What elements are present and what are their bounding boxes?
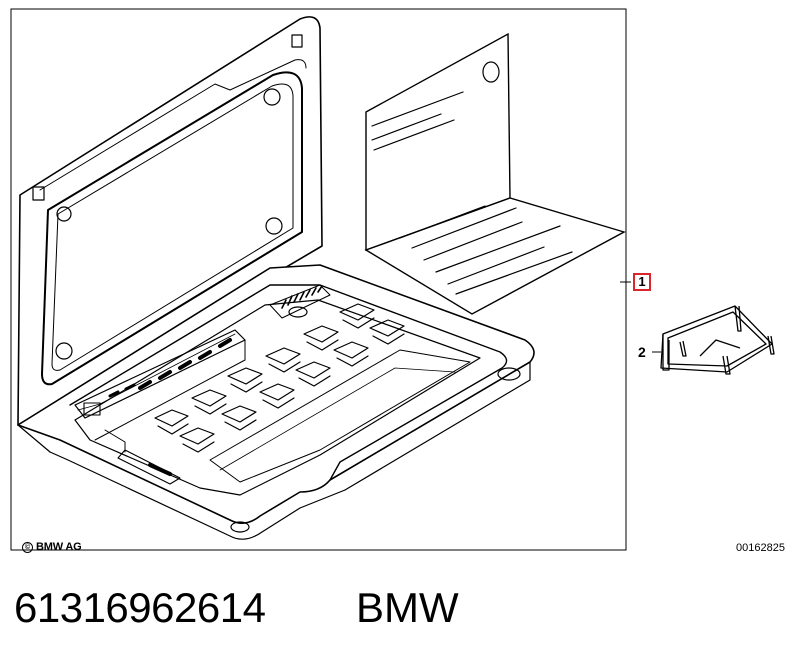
part-number: 61316962614 <box>14 584 266 631</box>
diagram-frame <box>10 8 627 551</box>
copyright-text: BMW AG <box>36 541 82 553</box>
brand-name: BMW <box>356 584 459 631</box>
image-number: 00162825 <box>736 542 785 554</box>
instruction-sheet-drawing <box>364 32 626 315</box>
fuse-box-drawing <box>17 16 535 540</box>
parts-diagram <box>10 8 775 551</box>
copyright-notice: ©BMW AG <box>22 541 82 553</box>
callout-item-1: 1 <box>633 273 651 291</box>
copyright-symbol: © <box>22 542 33 553</box>
bracket-drawing <box>652 305 775 375</box>
callout-item-2: 2 <box>638 344 646 360</box>
